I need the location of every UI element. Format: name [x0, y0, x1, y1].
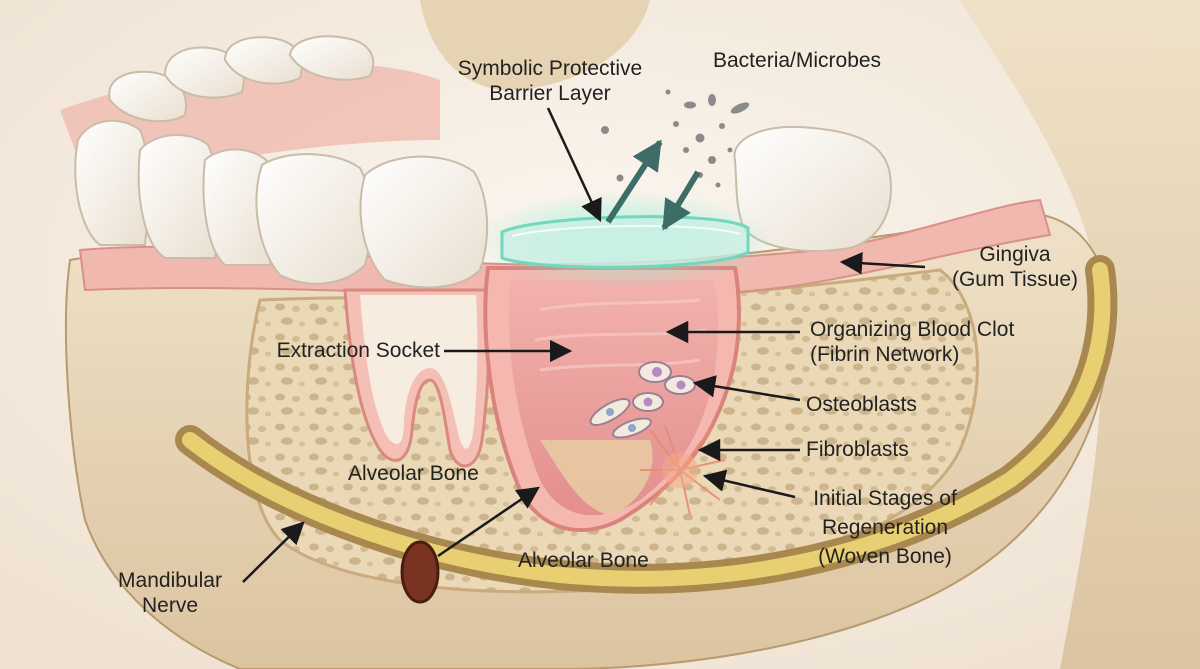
- barrier-membrane: [500, 215, 750, 269]
- label-blood-clot: Organizing Blood Clot(Fibrin Network): [810, 318, 1015, 366]
- label-alveolar-bone-upper: Alveolar Bone: [348, 462, 479, 485]
- label-fibroblasts: Fibroblasts: [806, 438, 909, 461]
- label-bacteria: Bacteria/Microbes: [713, 49, 882, 72]
- label-extraction-socket: Extraction Socket: [276, 339, 440, 362]
- label-osteoblasts: Osteoblasts: [806, 393, 917, 416]
- label-gingiva: Gingiva(Gum Tissue): [951, 243, 1079, 291]
- nerve-foramen: [400, 540, 440, 604]
- bacteria-particles: [601, 89, 750, 188]
- label-alveolar-bone-lower: Alveolar Bone: [518, 549, 649, 572]
- mandibular-nerve: [182, 262, 1111, 587]
